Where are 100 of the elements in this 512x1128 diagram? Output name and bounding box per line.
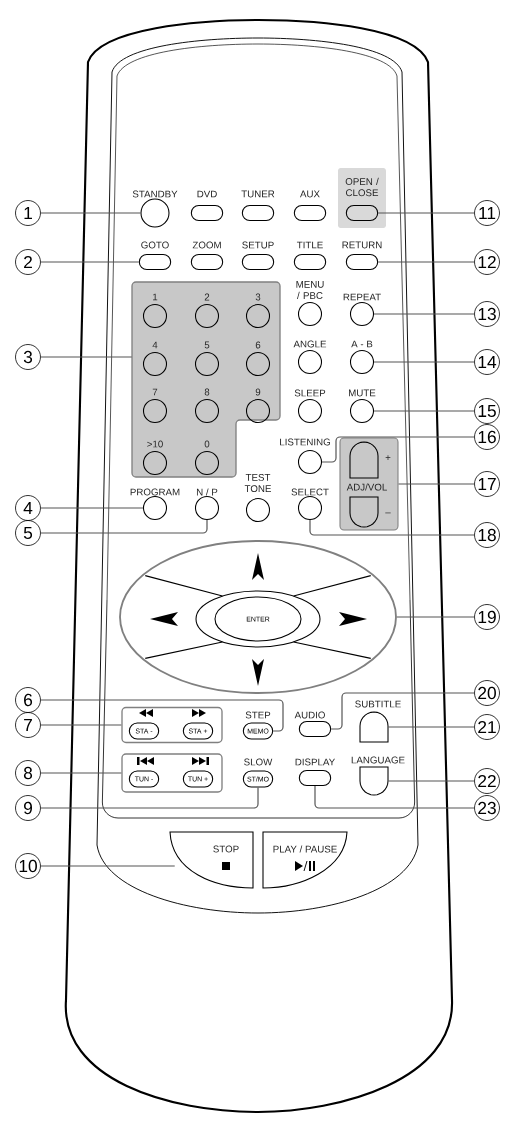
leader-line [40, 699, 284, 732]
leader-line [396, 616, 475, 618]
button [295, 758, 335, 787]
leader-line [40, 507, 144, 509]
callout-number: 8 [15, 760, 41, 786]
button [349, 389, 376, 424]
leader-line [314, 785, 475, 809]
button-label: ADJ/VOL [346, 483, 387, 491]
button-label: OPEN / CLOSE [345, 177, 379, 197]
button [194, 293, 220, 329]
button [293, 340, 327, 375]
button-label: DVD [197, 190, 217, 198]
button [190, 190, 224, 222]
button [194, 341, 220, 377]
button [241, 241, 275, 271]
button-label: 8 [204, 388, 210, 396]
leader-line [397, 483, 475, 485]
callout-number: 9 [15, 795, 41, 821]
leader-line [40, 261, 140, 263]
leader-line [40, 772, 122, 774]
button-label: TITLE [296, 241, 323, 249]
leader-line [40, 724, 122, 726]
callout-number: 13 [474, 301, 500, 327]
button-label: SETUP [242, 241, 274, 249]
callout-number: 21 [474, 714, 500, 740]
button-label: 1 [153, 293, 158, 301]
callout-number: 2 [15, 249, 41, 275]
stop-button [169, 831, 254, 889]
callout-number: 6 [15, 687, 41, 713]
button [245, 293, 271, 329]
button [294, 711, 332, 738]
button-label: PROGRAM [130, 488, 180, 496]
button [142, 341, 168, 377]
button [194, 488, 220, 521]
callout-number: 18 [474, 522, 500, 548]
button [194, 440, 220, 476]
callout-number: 10 [15, 853, 41, 879]
button-label: SELECT [291, 488, 329, 496]
button [132, 190, 178, 228]
callout-number: 17 [474, 471, 500, 497]
leader-line [387, 726, 475, 728]
button-label: RETURN [342, 241, 382, 249]
button-label: TEST TONE [244, 473, 271, 493]
button [280, 438, 330, 475]
leader-line [387, 780, 475, 782]
button-label: MUTE [349, 389, 376, 397]
button-label: 9 [255, 388, 261, 396]
button-label: LISTENING [280, 438, 330, 446]
button [130, 488, 180, 521]
button-label: SUBTITLE [355, 700, 401, 708]
button-label: REPEAT [343, 293, 381, 301]
button-label: LANGUAGE [351, 756, 405, 764]
leader-line [40, 865, 176, 867]
callout-number: 15 [474, 398, 500, 424]
leader-line [377, 261, 475, 263]
button-label: DISPLAY [295, 758, 335, 766]
button-label: AUX [300, 190, 320, 198]
button [244, 473, 271, 523]
callout-number: 11 [474, 200, 500, 226]
callout-number: 16 [474, 424, 500, 450]
button-label: 6 [255, 341, 261, 349]
leader-line [40, 786, 259, 809]
button [142, 440, 168, 476]
button-label: 5 [204, 341, 210, 349]
button-label: GOTO [141, 241, 169, 249]
leader-line [373, 361, 475, 363]
button [291, 488, 329, 521]
button-label: 3 [255, 293, 261, 301]
button-label: TUNER [241, 190, 275, 198]
button-label: 4 [152, 341, 158, 349]
button [343, 293, 381, 327]
button [355, 700, 401, 743]
leader-line [373, 410, 475, 412]
button-label: ZOOM [192, 241, 221, 249]
button-label: 7 [152, 388, 158, 396]
callout-number: 20 [474, 680, 500, 706]
button [296, 281, 324, 327]
button-label: PLAY / PAUSE [273, 845, 337, 853]
button-label: STEP [245, 711, 271, 719]
button [142, 388, 168, 424]
button-group-frame [121, 706, 223, 744]
button-label: A - B [351, 340, 373, 348]
button [351, 756, 405, 796]
button-label: >10 [147, 440, 163, 448]
button-group-frame [121, 753, 223, 793]
button-label: N / P [197, 488, 218, 496]
callout-number: 14 [474, 349, 500, 375]
button [349, 496, 391, 528]
volume-panel [339, 437, 399, 531]
button-label: SLEEP [294, 389, 326, 397]
callout-number: 22 [474, 768, 500, 794]
button [294, 389, 326, 424]
button [342, 241, 382, 271]
button [245, 341, 271, 377]
leader-line [373, 313, 475, 315]
play-pause-button [262, 831, 348, 889]
button [293, 190, 327, 222]
button [142, 293, 168, 329]
button [245, 388, 271, 424]
button-label: MENU / PBC [296, 281, 324, 299]
